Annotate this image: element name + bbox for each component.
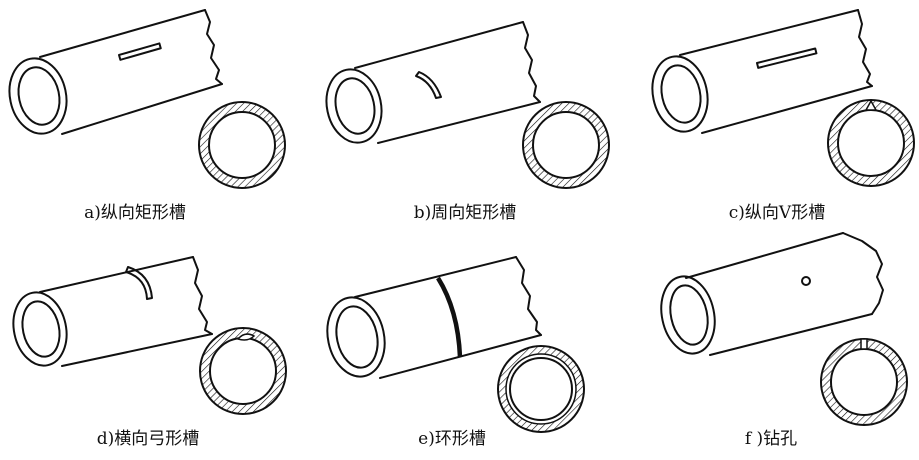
pipe-c	[651, 9, 873, 134]
caption-a: a)纵向矩形槽	[84, 203, 186, 223]
caption-f: f )钻孔	[744, 429, 798, 449]
longitudinal-v-groove	[756, 47, 818, 69]
circumferential-rect-groove	[415, 71, 442, 99]
section-b	[522, 101, 610, 189]
caption-d: d)横向弓形槽	[96, 429, 200, 449]
caption-e: e)环形槽	[418, 429, 486, 449]
bow-notch	[236, 333, 256, 341]
longitudinal-rect-groove	[118, 42, 162, 61]
figure-c	[651, 9, 915, 187]
hole-channel	[860, 338, 868, 350]
ring-groove	[436, 276, 463, 358]
pipe-a	[8, 9, 223, 135]
section-e	[497, 345, 585, 433]
figure-f	[660, 232, 908, 426]
section-c	[827, 99, 915, 187]
drilled-hole	[801, 276, 811, 286]
pipe-e	[326, 256, 542, 379]
figure-d	[12, 256, 287, 415]
section-f	[820, 338, 908, 426]
caption-b: b)周向矩形槽	[413, 203, 517, 223]
section-d	[199, 327, 287, 415]
transverse-bow-groove	[125, 266, 153, 300]
figure-b	[325, 21, 610, 189]
pipe-f	[660, 232, 884, 356]
pipe-d	[12, 256, 213, 367]
pipe-b	[325, 21, 541, 144]
v-notch	[864, 99, 878, 111]
section-a	[198, 101, 286, 189]
figure-a	[8, 9, 286, 189]
caption-c: c)纵向V形槽	[728, 203, 826, 223]
figure-e	[326, 256, 585, 433]
